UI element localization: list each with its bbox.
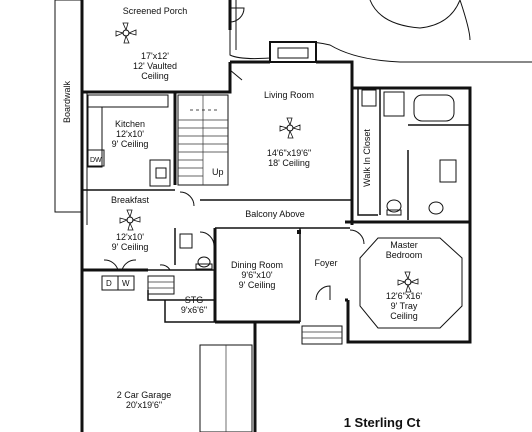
room-master-bedroom: Master Bedroom 12'6"x16' 9' Tray Ceiling [386,240,423,321]
room-stg: STG 9'x6'6" [181,295,207,315]
room-size: 12'x10' [116,129,144,139]
interior-walls [82,88,470,323]
room-name: Foyer [314,258,337,268]
column-marker [297,230,301,234]
ceiling-fan-icon [119,209,141,231]
washer-label: D [106,279,112,288]
room-note: 9' Ceiling [239,280,276,290]
room-note: 18' Ceiling [268,158,310,168]
room-name: Balcony Above [245,209,305,219]
bath-fixtures [361,89,457,216]
room-size: 12'6"x16' [386,291,422,301]
kitchen-fixtures: DW [87,94,171,187]
address-label: 1 Sterling Ct [344,415,421,430]
door-swings [103,7,365,301]
room-name: Living Room [264,90,314,100]
room-breakfast: Breakfast 12'x10' 9' Ceiling [111,195,150,252]
garage-door [199,344,253,432]
room-size: 17'x12' [141,51,169,61]
room-kitchen: Kitchen 12'x10' 9' Ceiling [112,119,149,149]
stairs: Up [177,94,229,186]
ceiling-fan-icon [397,271,419,293]
ceiling-fan-icon [279,117,301,139]
room-name: Breakfast [111,195,150,205]
room-balcony: Balcony Above [245,209,305,219]
room-dining-room: Dining Room 9'6"x10' 9' Ceiling [231,260,283,290]
room-size: 14'6"x19'6" [267,148,311,158]
boardwalk-label: Boardwalk [62,80,72,123]
fireplace [269,41,317,63]
dishwasher-label: DW [90,157,102,164]
room-name: Bedroom [386,250,423,260]
room-note: Ceiling [141,71,169,81]
laundry-fixtures: D W [101,233,213,291]
boardwalk: Boardwalk [54,0,82,213]
room-note: 9' Tray [391,301,418,311]
stairs-up-label: Up [212,167,224,177]
room-walk-in-closet: Walk In Closet [362,129,372,187]
room-note: 9' Ceiling [112,139,149,149]
foyer-steps [147,275,343,345]
room-name: Dining Room [231,260,283,270]
room-garage: 2 Car Garage 20'x19'6" [117,390,172,410]
room-screened-porch: Screened Porch 17'x12' 12' Vaulted Ceili… [123,6,188,81]
room-size: 9'6"x10' [241,270,272,280]
tray-ceiling [359,237,463,329]
room-foyer: Foyer [314,258,337,268]
room-note: 12' Vaulted [133,61,177,71]
room-name: Kitchen [115,119,145,129]
room-name: Walk In Closet [362,129,372,187]
room-name: Master [390,240,418,250]
room-name: STG [185,295,204,305]
room-note: 9' Ceiling [112,242,149,252]
room-size: 12'x10' [116,232,144,242]
room-name: 2 Car Garage [117,390,172,400]
room-living-room: Living Room 14'6"x19'6" 18' Ceiling [264,90,314,168]
room-size: 9'x6'6" [181,305,207,315]
room-name: Screened Porch [123,6,188,16]
room-size: 20'x19'6" [126,400,162,410]
dryer-label: W [122,279,130,288]
room-note: Ceiling [390,311,418,321]
ceiling-fan-icon [115,22,137,44]
exterior-walls [80,0,472,432]
